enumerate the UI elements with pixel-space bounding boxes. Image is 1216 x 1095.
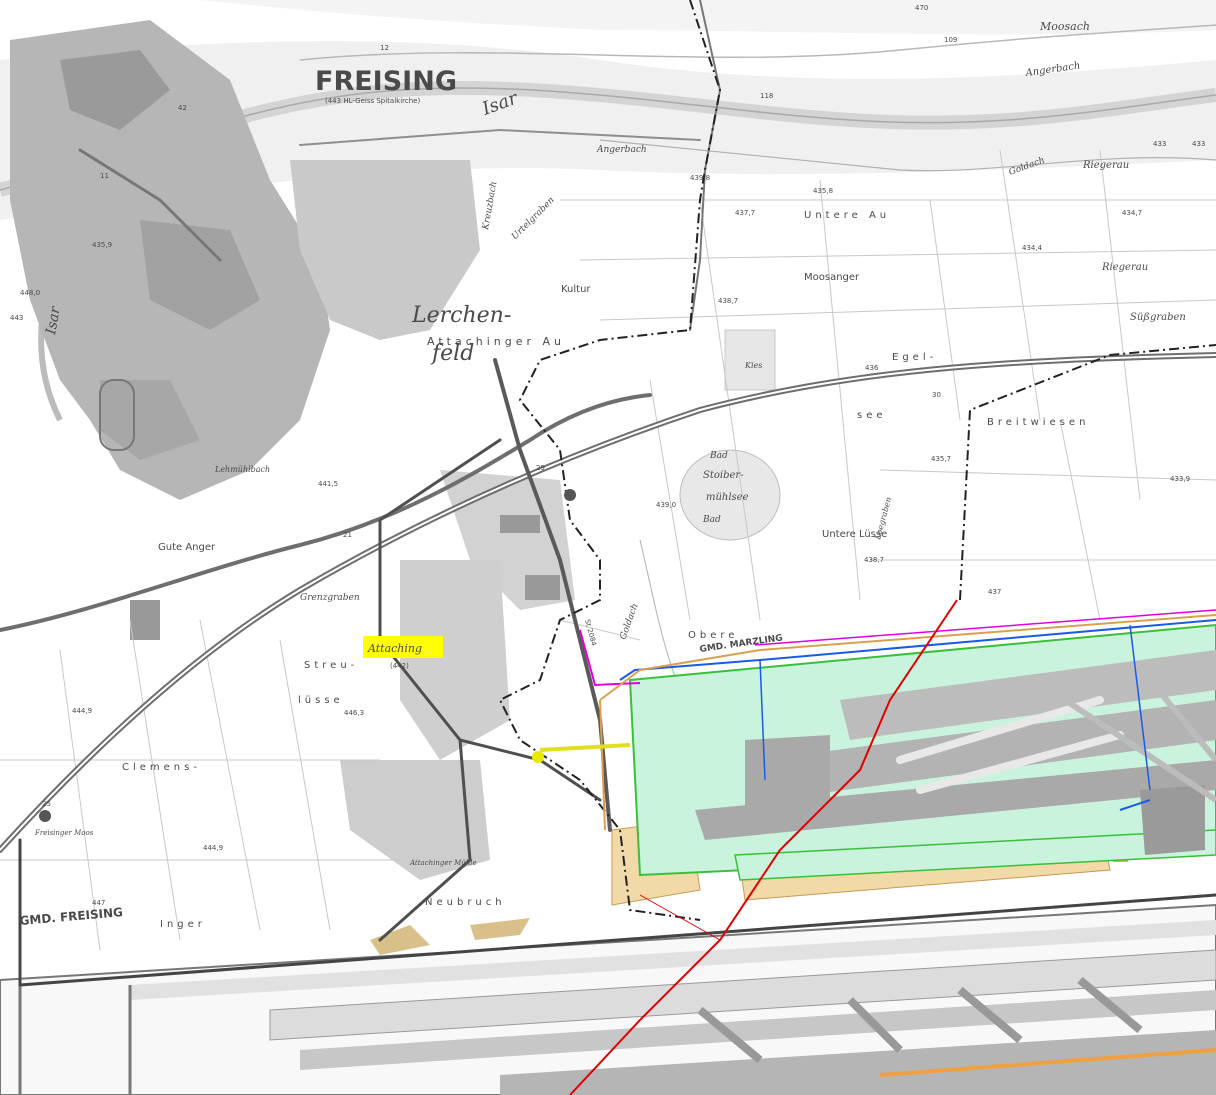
label-freising: FREISING	[315, 66, 457, 97]
elevation-label: 438,7	[864, 556, 884, 564]
elevation-label: 444,9	[72, 707, 92, 715]
label-riegerau-2: Riegerau	[1101, 262, 1148, 273]
label-kultur: Kultur	[561, 284, 591, 295]
road-number: 109	[944, 36, 957, 44]
elevation-label: 434,4	[1022, 244, 1043, 252]
road-number: 30	[932, 391, 941, 399]
elevation-label: 433	[1192, 140, 1205, 148]
label-obere: Obere	[688, 630, 738, 641]
marker-point	[532, 751, 544, 763]
road-number: 11	[100, 172, 109, 180]
label-bad-1: Bad	[709, 451, 728, 461]
label-feld: feld	[430, 341, 474, 366]
municipal-boundary	[498, 0, 1216, 921]
attaching-highlight	[363, 636, 443, 658]
map-labels: FREISING (443 HL-Geiss Spitalkirche) Ler…	[19, 20, 1186, 930]
stoiber-point	[564, 489, 576, 501]
roads	[0, 0, 1216, 987]
label-streu: Streu-	[304, 660, 358, 671]
elevation-label: 448,0	[20, 289, 40, 297]
airport-north-runway-system	[695, 650, 1216, 855]
label-stoiber: Stoiber-	[703, 470, 744, 481]
label-moosach: Moosach	[1039, 20, 1090, 33]
stoibermuehlsee-lake	[679, 449, 781, 541]
label-egel: Egel-	[892, 352, 937, 363]
planning-lines	[539, 599, 1216, 1095]
airport-green-strip	[734, 829, 1216, 881]
label-breitwiesen: Breitwiesen	[987, 417, 1089, 428]
road-number: 42	[178, 104, 187, 112]
elevation-label: 433,9	[1170, 475, 1190, 483]
elevation-label: 441,5	[318, 480, 338, 488]
label-suessgraben: Süßgraben	[1130, 312, 1186, 323]
label-lerchen: Lerchen-	[411, 303, 511, 328]
label-attachinger-muehle: Attachinger Mühle	[409, 859, 477, 867]
elevation-label: 444,9	[203, 844, 223, 852]
label-kies: Kies	[744, 361, 762, 370]
field-parcels	[0, 149, 1216, 951]
label-moosanger: Moosanger	[804, 272, 860, 283]
airport-south-runway-system	[0, 903, 1216, 1095]
kies-area	[724, 329, 776, 391]
elevation-label: 438,7	[718, 297, 738, 305]
road-number: 118	[760, 92, 773, 100]
label-isar-2: Isar	[43, 304, 64, 336]
label-inger: Inger	[160, 919, 206, 930]
elevation-label: 446,3	[344, 709, 364, 717]
road-number: 21	[343, 531, 352, 539]
elevation-labels: 439,8 435,8 437,7 434,4 434,7 433 438,7 …	[10, 140, 1205, 907]
road-number-labels: 11 12 42 29 30 21 25 118 109 470	[42, 4, 957, 808]
elevation-label: 447	[92, 899, 105, 907]
elevation-label: 434,7	[1122, 209, 1142, 217]
label-riegerau-1: Riegerau	[1082, 160, 1129, 171]
elevation-label: 439,0	[656, 501, 676, 509]
label-clemens: Clemens-	[122, 762, 201, 773]
label-see: see	[857, 410, 887, 421]
elevation-label: 437,7	[735, 209, 755, 217]
label-angerbach-2: Angerbach	[596, 145, 647, 155]
label-lehmuehlbach: Lehmühlbach	[214, 465, 270, 474]
elevation-label: 437	[988, 588, 1001, 596]
elevation-label: 439,8	[690, 174, 710, 182]
elevation-label: 443	[10, 314, 23, 322]
road-number: 12	[380, 44, 389, 52]
freising-settlement	[10, 20, 575, 880]
freisinger-moos-point	[39, 810, 51, 822]
label-muehlsee: mühlsee	[706, 492, 749, 503]
road-number: 470	[915, 4, 928, 12]
elevation-label: 435,7	[931, 455, 951, 463]
label-attachinger-au: Attachinger Au	[427, 335, 565, 348]
label-freising-sub: (443 HL-Geiss Spitalkirche)	[325, 97, 420, 105]
label-luesse: lüsse	[298, 695, 344, 706]
label-bad-2: Bad	[702, 515, 721, 525]
elevation-label: 433	[1153, 140, 1166, 148]
label-neubruch: Neubruch	[425, 897, 506, 908]
label-untere-au: Untere Au	[804, 210, 890, 221]
elevation-label: 436	[865, 364, 879, 372]
label-attaching-sub: (442)	[390, 662, 409, 670]
road-number: 29	[536, 464, 545, 472]
label-grenzgraben: Grenzgraben	[300, 593, 360, 603]
label-untere-luesse: Untere Lüsse	[822, 529, 887, 540]
label-gute-anger: Gute Anger	[158, 542, 216, 553]
label-attaching: Attaching	[367, 642, 422, 655]
elevation-label: 435,9	[92, 241, 112, 249]
road-number: 25	[42, 800, 51, 808]
elevation-label: 435,8	[813, 187, 833, 195]
label-freisinger-moos: Freisinger Moos	[34, 829, 94, 837]
